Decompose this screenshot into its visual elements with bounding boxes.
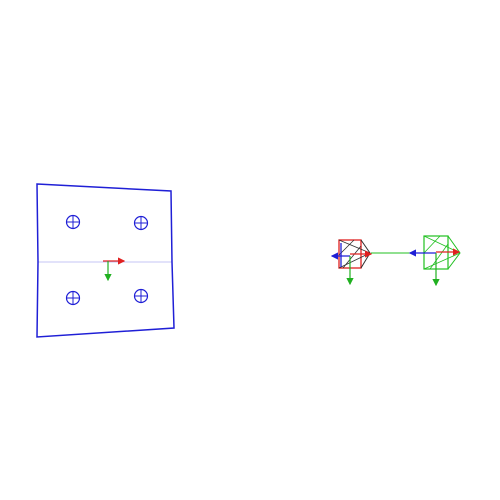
camera-far-axis-gizmo bbox=[408, 248, 461, 287]
target-board[interactable] bbox=[36, 183, 175, 338]
crosshair-circle-icon bbox=[133, 288, 149, 304]
crosshair-circle-icon bbox=[65, 214, 81, 230]
camera-near[interactable] bbox=[330, 239, 373, 286]
crosshair-circle-icon bbox=[133, 215, 149, 231]
target-axis-gizmo[interactable] bbox=[103, 257, 126, 282]
camera-far[interactable] bbox=[408, 235, 461, 287]
crosshair-circle-icon bbox=[65, 290, 81, 306]
camera-near-axis-gizmo bbox=[330, 250, 373, 286]
